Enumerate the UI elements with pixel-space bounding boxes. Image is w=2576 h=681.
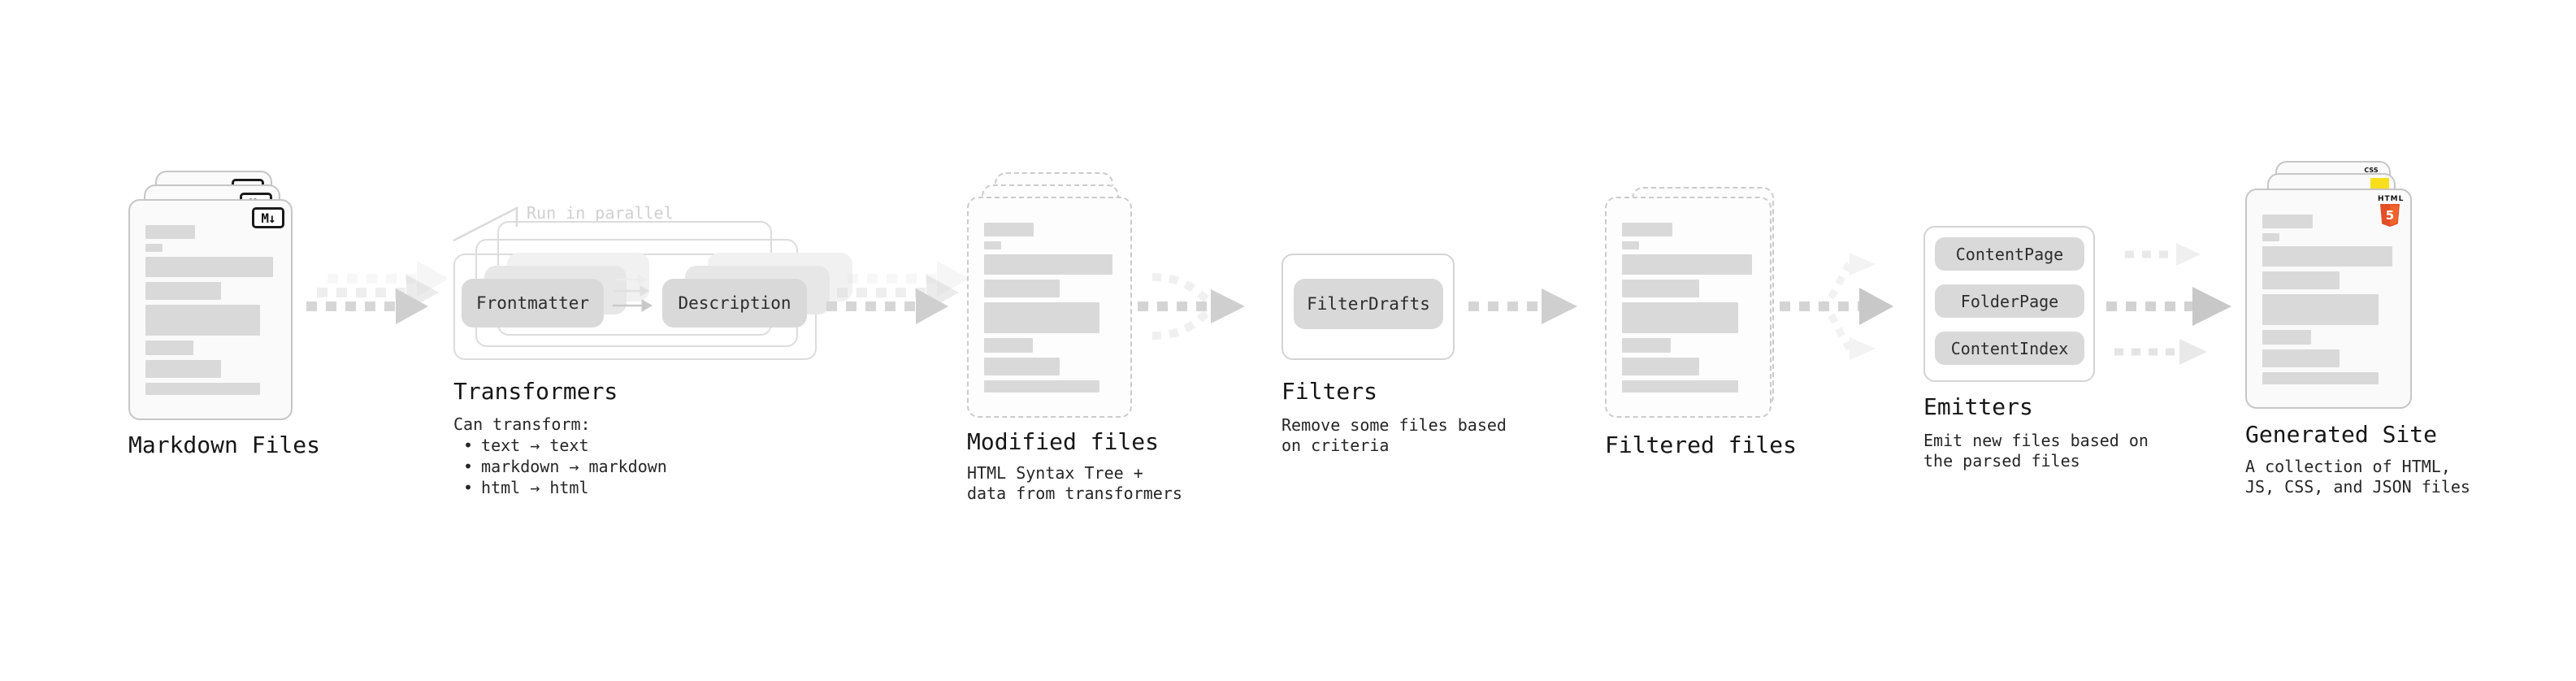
placeholder-bar [2262, 372, 2379, 384]
desc-line: data from transformers [967, 484, 1182, 503]
html5-number: 5 [2385, 208, 2395, 223]
transform-bullet: • markdown → markdown [453, 456, 667, 477]
placeholder-bar [145, 225, 195, 239]
placeholder-bar [1622, 338, 1672, 353]
generated-file-card-front: HTML 5 [2245, 189, 2412, 409]
placeholder-bar [984, 223, 1034, 236]
placeholder-bar [145, 360, 221, 378]
bullet-text: html → html [481, 478, 589, 497]
placeholder-bar [145, 340, 194, 355]
markdown-icon: M↓ [252, 207, 284, 228]
stage-title-emitters: Emitters [1923, 393, 2033, 420]
placeholder-bar [984, 280, 1060, 297]
placeholder-bar [1622, 223, 1672, 236]
arrows-emitters-to-generated [2106, 243, 2231, 365]
placeholder-bar [145, 257, 273, 277]
placeholder-bar [2262, 349, 2340, 367]
placeholder-bar [984, 358, 1060, 375]
css-label: CSS [2364, 167, 2379, 174]
arrow-filters-to-filtered [1468, 288, 1577, 324]
html5-shield: 5 [2379, 204, 2400, 227]
bullet-dot: • [463, 457, 474, 476]
stage-title-modified-files: Modified files [967, 428, 1160, 455]
transform-bullet: • html → html [453, 477, 667, 498]
desc-line: A collection of HTML, [2245, 457, 2451, 476]
transformers-desc-heading: Can transform: [453, 414, 591, 434]
contentindex-pill: ContentIndex [1935, 332, 2084, 365]
run-in-parallel-label: Run in parallel [527, 203, 674, 223]
modified-files-description: HTML Syntax Tree + data from transformer… [967, 463, 1182, 504]
desc-line: JS, CSS, and JSON files [2245, 477, 2470, 497]
emitters-description: Emit new files based on the parsed files [1923, 431, 2149, 471]
filters-description: Remove some files based on criteria [1281, 415, 1507, 456]
transform-bullet: • text → text [453, 435, 667, 456]
arrow-filtered-to-emitters-fanout [1780, 253, 1893, 360]
desc-line: Remove some files based [1281, 415, 1507, 435]
stage-title-transformers: Transformers [453, 378, 618, 405]
placeholder-bar [145, 244, 163, 252]
placeholder-bar [145, 383, 260, 395]
html5-shield-shape [2380, 204, 2400, 227]
placeholder-bar [2262, 294, 2379, 325]
desc-line: HTML Syntax Tree + [967, 463, 1143, 483]
placeholder-bar [1622, 358, 1699, 375]
bullet-text: text → text [481, 436, 589, 455]
arrow-transformers-to-modified [826, 261, 967, 324]
placeholder-bar [145, 305, 260, 336]
file-content-placeholder [1622, 223, 1754, 393]
placeholder-bar [984, 241, 1001, 249]
arrow-markdown-to-transformers [306, 261, 447, 324]
placeholder-bar [145, 282, 221, 300]
stage-title-filtered-files: Filtered files [1605, 432, 1798, 458]
frontmatter-pill: Frontmatter [462, 279, 604, 327]
placeholder-bar [2262, 233, 2280, 241]
placeholder-bar [2262, 246, 2392, 267]
stage-title-markdown-files: Markdown Files [128, 432, 321, 458]
placeholder-bar [984, 380, 1099, 393]
desc-line: on criteria [1281, 436, 1390, 455]
file-content-placeholder [145, 225, 275, 395]
placeholder-bar [2262, 215, 2313, 228]
markdown-file-card-front: M↓ [128, 199, 293, 420]
placeholder-bar [1622, 380, 1739, 393]
transformer-inner-arrows [613, 275, 653, 312]
description-pill: Description [662, 279, 807, 327]
bullet-text: markdown → markdown [481, 457, 667, 476]
run-in-parallel-callout-line [453, 206, 518, 242]
placeholder-bar [1622, 280, 1699, 297]
bullet-dot: • [463, 436, 474, 455]
html5-icon: HTML 5 [2378, 195, 2405, 227]
bullet-dot: • [463, 478, 474, 497]
html5-label: HTML [2378, 195, 2405, 203]
file-content-placeholder [984, 223, 1115, 393]
placeholder-bar [2262, 330, 2312, 345]
transformers-description: Can transform: • text → text • markdown → … [453, 414, 667, 498]
modified-file-card-front [967, 197, 1132, 418]
file-content-placeholder [2262, 215, 2395, 384]
stage-title-generated-site: Generated Site [2245, 421, 2438, 448]
placeholder-bar [984, 338, 1033, 353]
placeholder-bar [1622, 254, 1752, 275]
filtered-file-card-front [1605, 197, 1772, 418]
arrow-modified-to-filters-merge [1138, 273, 1245, 340]
placeholder-bar [2262, 271, 2340, 289]
contentpage-pill: ContentPage [1935, 237, 2084, 271]
placeholder-bar [1622, 241, 1640, 249]
placeholder-bar [984, 302, 1099, 333]
filterdrafts-pill: FilterDrafts [1294, 279, 1443, 329]
desc-line: Emit new files based on [1923, 431, 2149, 450]
placeholder-bar [1622, 302, 1739, 333]
folderpage-pill: FolderPage [1935, 284, 2084, 318]
placeholder-bar [984, 254, 1112, 275]
stage-title-filters: Filters [1281, 378, 1378, 405]
generated-site-description: A collection of HTML, JS, CSS, and JSON … [2245, 457, 2470, 497]
desc-line: the parsed files [1923, 451, 2080, 471]
